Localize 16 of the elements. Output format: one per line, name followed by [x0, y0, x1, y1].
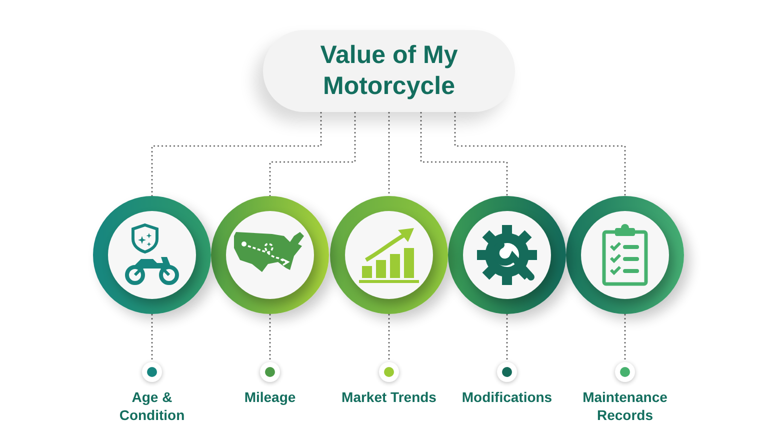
dotted-connector: [151, 112, 322, 196]
dotted-connector: [269, 112, 356, 196]
dotted-connector: [388, 112, 390, 196]
dotted-connector: [624, 314, 626, 362]
factor-label: Modifications: [462, 388, 552, 406]
factor-label: Age & Condition: [118, 388, 186, 424]
dotted-connector: [420, 112, 508, 196]
dotted-connector: [506, 314, 508, 362]
factor-label: Mileage: [244, 388, 296, 406]
dotted-connector: [269, 314, 271, 362]
title-text: Value of My Motorcycle: [319, 40, 459, 102]
factor-label: Maintenance Records: [582, 388, 668, 424]
factor-label: Market Trends: [342, 388, 436, 406]
dotted-connector: [388, 314, 390, 362]
dotted-connector: [454, 112, 626, 196]
dotted-connector: [151, 314, 153, 362]
